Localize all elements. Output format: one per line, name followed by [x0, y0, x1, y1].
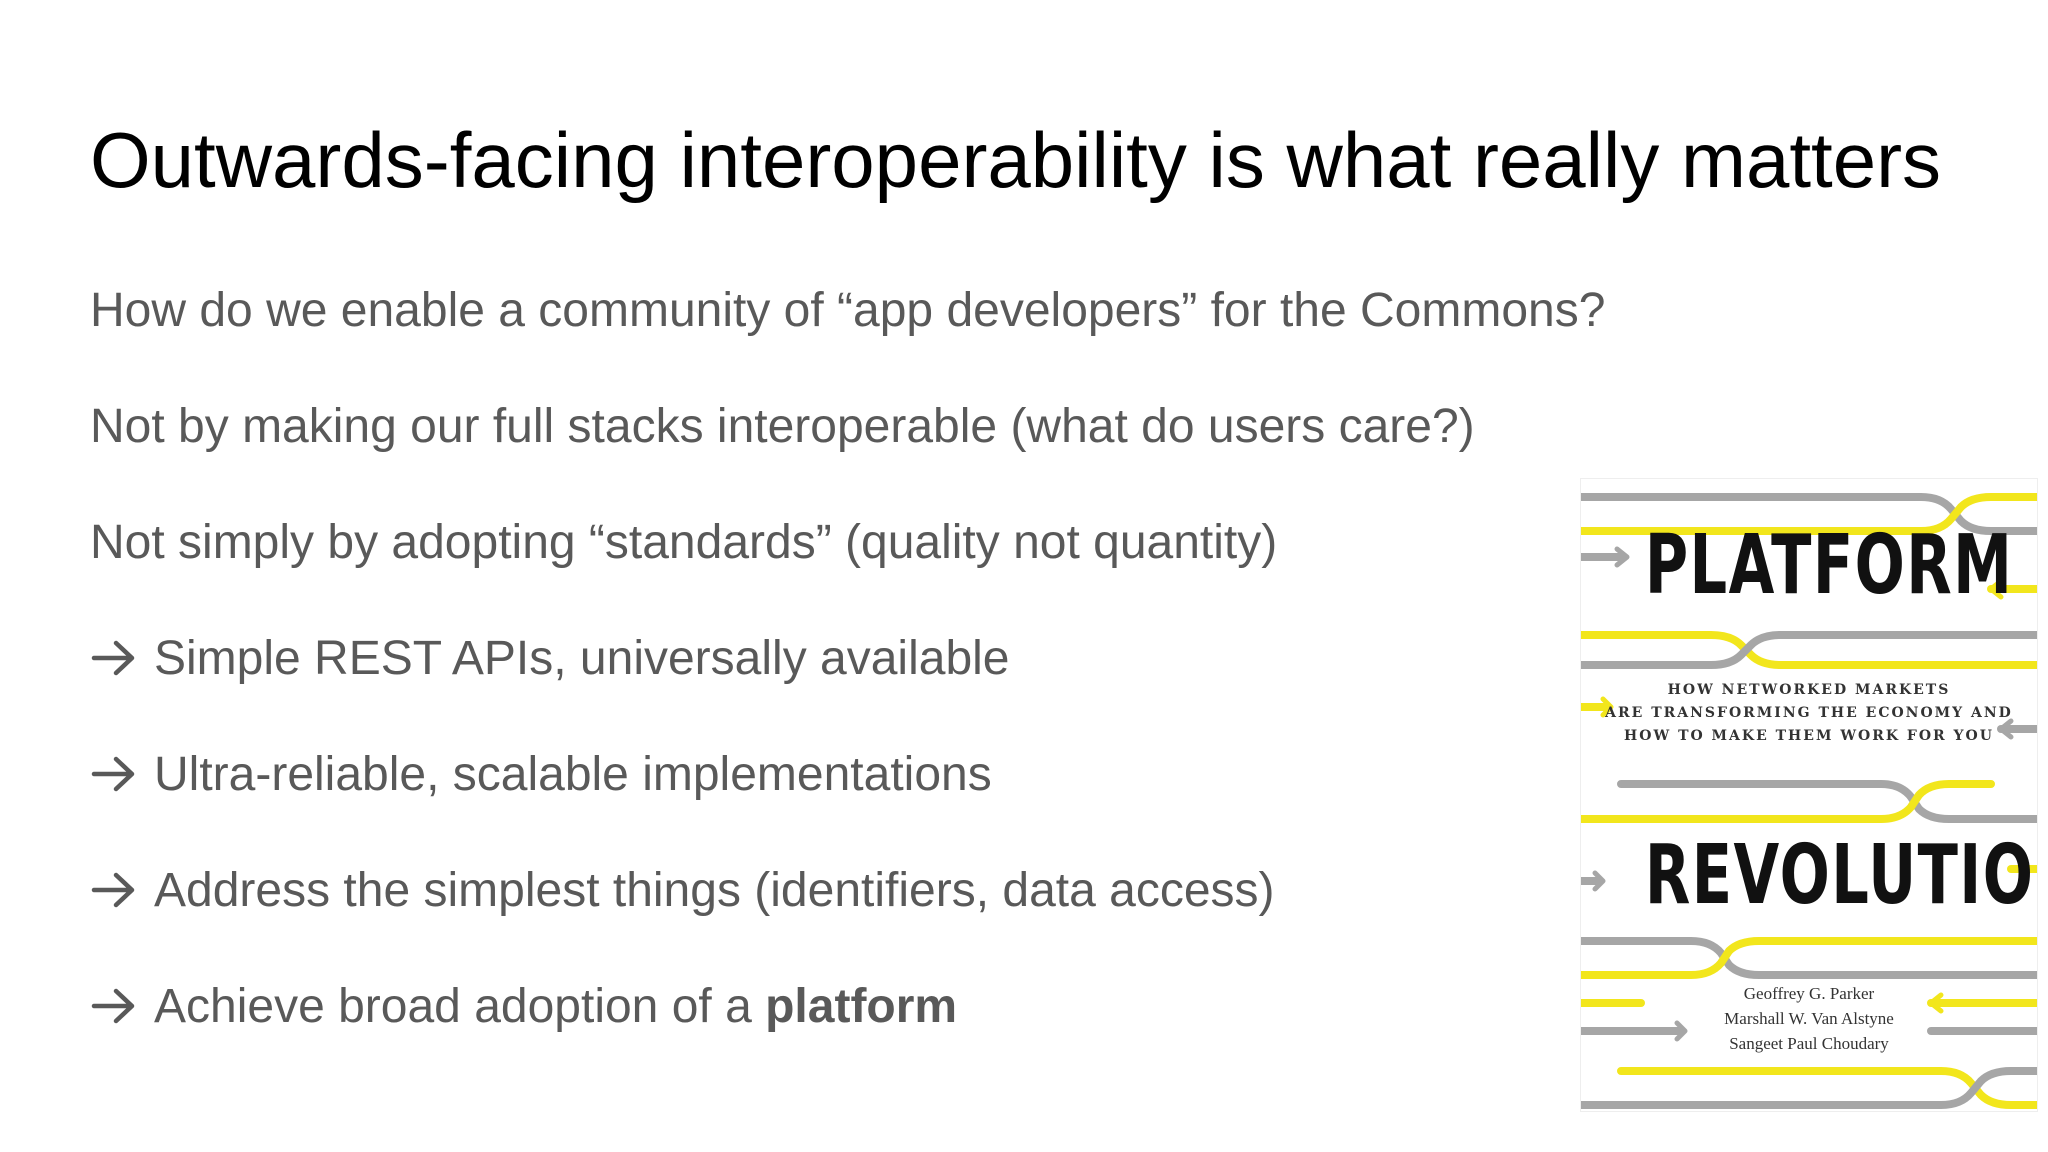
bullet-text: Not simply by adopting “standards” (qual…: [90, 516, 1278, 569]
book-subtitle: HOW NETWORKED MARKETS ARE TRANSFORMING T…: [1581, 679, 2037, 748]
bullet-line: How do we enable a community of “app dev…: [90, 282, 1605, 340]
bullet-text: Achieve broad adoption of a: [154, 980, 766, 1033]
book-author: Marshall W. Van Alstyne: [1724, 1009, 1894, 1028]
bullet-line: Ultra-reliable, scalable implementations: [90, 746, 992, 804]
bullet-line: Not by making our full stacks interopera…: [90, 398, 1475, 456]
book-subtitle-line: HOW TO MAKE THEM WORK FOR YOU: [1624, 728, 1994, 744]
bullet-emphasis: platform: [765, 980, 958, 1033]
book-author: Geoffrey G. Parker: [1743, 984, 1875, 1003]
book-title-bottom: REVOLUTION: [1644, 828, 2037, 923]
bullet-text: How do we enable a community of “app dev…: [90, 284, 1606, 337]
slide-title: Outwards-facing interoperability is what…: [90, 116, 1942, 204]
right-arrow-icon: [91, 872, 135, 908]
bullet-text: Ultra-reliable, scalable implementations: [154, 748, 992, 801]
book-authors: Geoffrey G. Parker Marshall W. Van Alsty…: [1581, 981, 2037, 1056]
book-subtitle-line: ARE TRANSFORMING THE ECONOMY AND: [1605, 705, 2013, 721]
book-author: Sangeet Paul Choudary: [1729, 1034, 1889, 1053]
bullet-line: Simple REST APIs, universally available: [90, 630, 1010, 688]
right-arrow-icon: [91, 756, 135, 792]
bullet-text: Address the simplest things (identifiers…: [154, 864, 1275, 917]
bullet-line: Achieve broad adoption of a platform: [90, 978, 957, 1036]
right-arrow-icon: [91, 640, 135, 676]
bullet-line: Not simply by adopting “standards” (qual…: [90, 514, 1277, 572]
book-cover-lines: [1581, 493, 2037, 1109]
bullet-text: Not by making our full stacks interopera…: [90, 400, 1475, 453]
bullet-text: Simple REST APIs, universally available: [154, 632, 1010, 685]
book-title-top: PLATFORM: [1644, 518, 2014, 613]
book-subtitle-line: HOW NETWORKED MARKETS: [1667, 682, 1951, 698]
right-arrow-icon: [91, 988, 135, 1024]
book-cover-image: PLATFORM HOW NETWORKED MARKETS ARE TRANS…: [1580, 478, 2038, 1112]
bullet-line: Address the simplest things (identifiers…: [90, 862, 1275, 920]
